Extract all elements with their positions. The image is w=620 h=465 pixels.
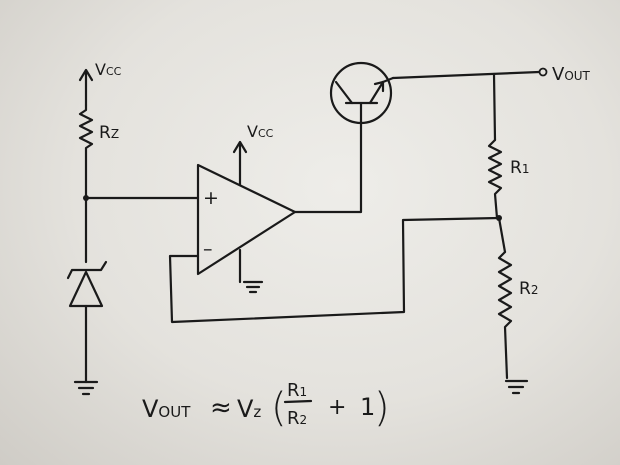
- opamp-minus-label: –: [203, 238, 213, 260]
- formula-close-paren: ): [374, 385, 390, 431]
- npn-transistor: [334, 76, 395, 122]
- formula-fraction-bar: [283, 399, 313, 404]
- resistor-r1: [487, 138, 503, 220]
- transistor-circle: [329, 61, 393, 125]
- vcc-label-opamp: VCC: [247, 122, 274, 141]
- wire-feedback: [168, 216, 501, 324]
- formula-denominator: R2: [287, 408, 307, 429]
- wire-to-r2: [497, 216, 507, 254]
- resistor-r2: [497, 250, 513, 380]
- formula-open-paren: (: [271, 385, 287, 431]
- ground-symbol-left: [73, 380, 99, 396]
- zener-diode: [66, 260, 108, 308]
- rz-label: RZ: [99, 123, 119, 143]
- opamp-triangle: [196, 163, 297, 276]
- formula-plus: +: [328, 395, 346, 420]
- formula-numerator: R1: [287, 380, 307, 401]
- formula: VOUT ≈ Vz ( R1 R2 + 1 ): [142, 380, 390, 431]
- ground-symbol-opamp: [242, 280, 264, 294]
- wire-opamp-out-to-base: [293, 118, 363, 214]
- opamp-plus-label: +: [203, 187, 219, 209]
- r2-label: R2: [519, 279, 538, 299]
- vout-terminal: [538, 67, 548, 77]
- r1-label: R1: [510, 158, 529, 178]
- ground-symbol-right: [504, 379, 529, 395]
- wire-to-r1: [492, 72, 497, 142]
- vout-label: VOUT: [552, 64, 591, 85]
- vcc-arrow-left: [78, 68, 94, 107]
- formula-vz: Vz: [237, 395, 261, 423]
- formula-vout: VOUT: [142, 395, 191, 423]
- vcc-label-left: VCC: [95, 60, 122, 79]
- resistor-rz: [78, 103, 94, 200]
- wire-emitter-to-vout: [391, 70, 541, 80]
- vcc-arrow-opamp: [232, 140, 248, 187]
- formula-approx: ≈: [210, 393, 232, 423]
- formula-one: 1: [360, 393, 375, 421]
